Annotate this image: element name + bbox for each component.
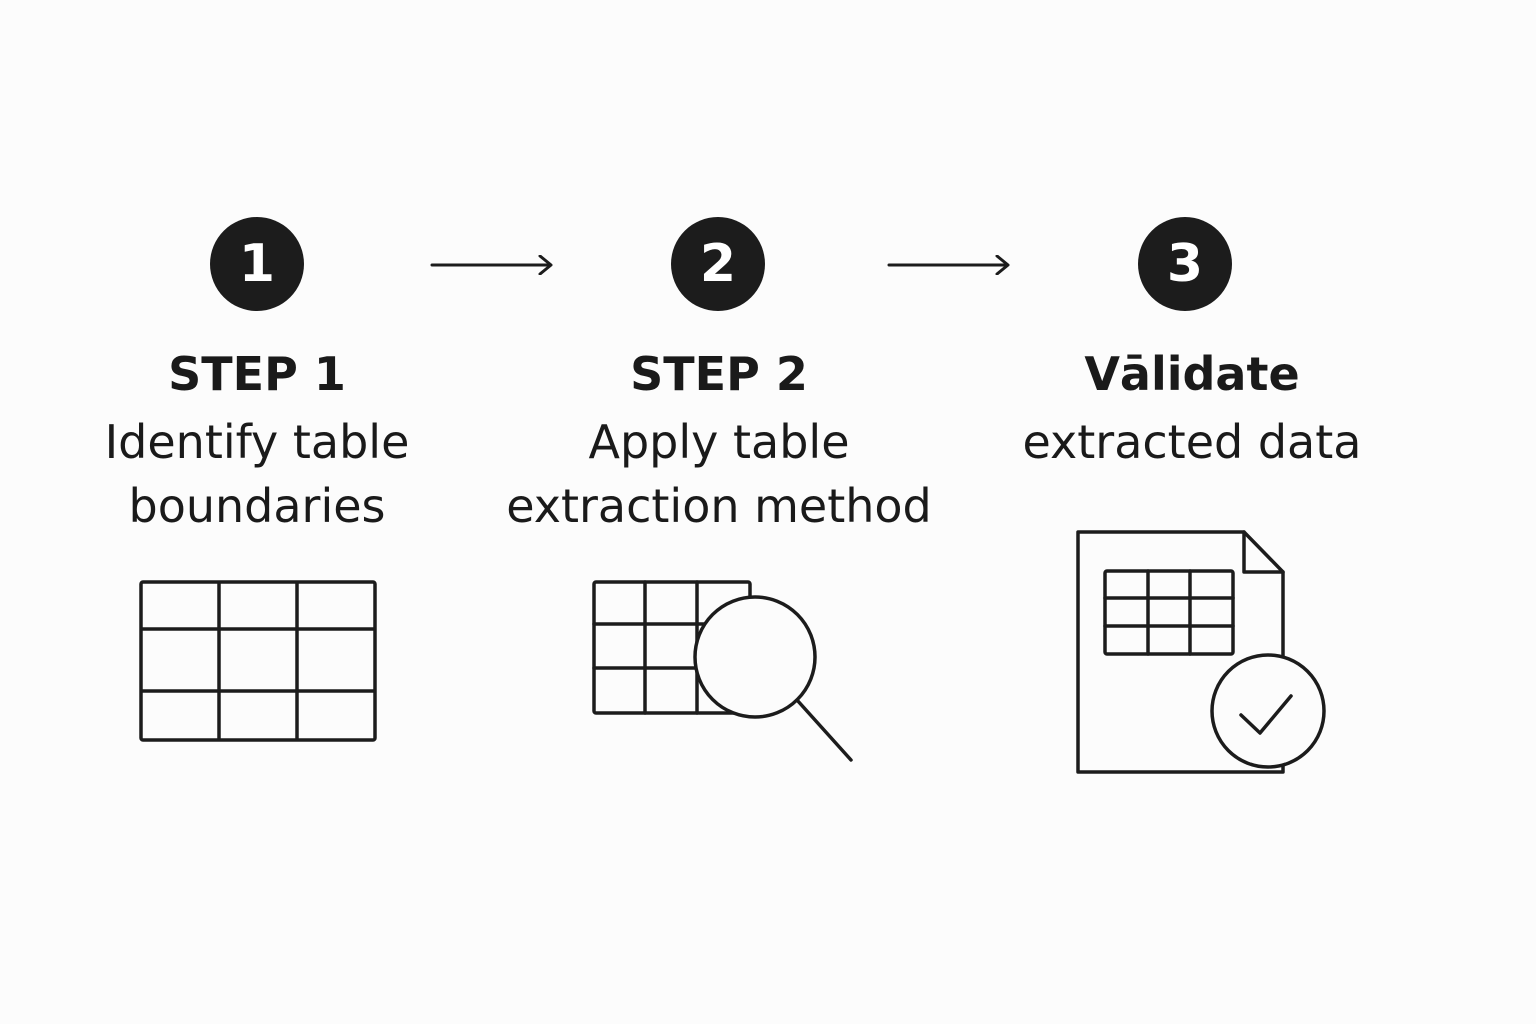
table-magnifier-icon (588, 576, 858, 768)
step-1-number-badge: 1 (210, 217, 304, 311)
step-2-description-line-2: extraction method (506, 479, 932, 533)
step-2-title: STEP 2 (630, 347, 808, 401)
step-1-number: 1 (238, 234, 276, 294)
document-check-icon (1072, 526, 1332, 782)
step-2-number-badge: 2 (671, 217, 765, 311)
table-grid-icon (135, 576, 381, 746)
step-1-description-line-1: Identify table (104, 415, 410, 469)
arrow-right-icon (430, 255, 556, 275)
arrow-right-icon (887, 255, 1013, 275)
step-2-text: STEP 2 Apply table extraction method (489, 342, 949, 538)
step-3-description-line-1: extracted data (1022, 415, 1362, 469)
step-2-number: 2 (699, 234, 737, 294)
step-3-title: Vālidate (1084, 347, 1300, 401)
step-1-title: STEP 1 (168, 347, 346, 401)
step-3-number-badge: 3 (1138, 217, 1232, 311)
step-3-number: 3 (1166, 234, 1204, 294)
step-3-text: Vālidate extracted data (962, 342, 1422, 474)
step-1-text: STEP 1 Identify table boundaries (27, 342, 487, 538)
step-1-description-line-2: boundaries (128, 479, 386, 533)
step-2-description-line-1: Apply table (588, 415, 850, 469)
